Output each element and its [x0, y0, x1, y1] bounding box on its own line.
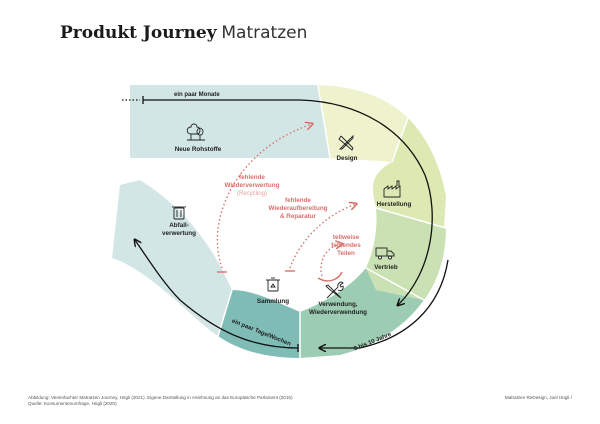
trash-can-icon	[172, 206, 186, 220]
node-vertrieb: Vertrieb	[374, 264, 398, 271]
footer-credit: Matratzen ReDesign, Joel Hügli /	[504, 395, 572, 400]
loss-recycling-sub: (Recycling)	[237, 191, 267, 197]
footer-source: Abbildung: Vereinfachter Matratzen Journ…	[28, 395, 292, 407]
page-title: Produkt Journey Matratzen	[60, 22, 307, 44]
footer-line2: Quelle: Konsumentenumfrage, Hügli (2020)	[28, 401, 117, 406]
design-tools-icon	[338, 134, 354, 151]
node-abfall-line2: verwertung	[162, 230, 196, 237]
loss-arrow-aufbereitung	[289, 204, 356, 269]
loss-aufbereitung-line2: Wiederaufbereitung	[268, 205, 327, 212]
title-light: Matratzen	[221, 23, 308, 43]
node-abfall-line1: Abfall-	[169, 222, 189, 229]
footer-line1: Abbildung: Vereinfachter Matratzen Journ…	[28, 395, 293, 400]
title-bold: Produkt Journey	[60, 23, 217, 43]
loss-teile-line1: teilweise	[333, 234, 360, 241]
time-arrow-jahre	[320, 259, 449, 348]
segment-abfall	[112, 180, 232, 336]
loss-recycling-line2: Wiederverwertung	[225, 182, 280, 189]
loss-aufbereitung-line1: fehlende	[285, 197, 311, 204]
segment-neue-rohstoffe	[130, 85, 330, 158]
wrench-screwdriver-icon	[325, 281, 344, 299]
loss-teile-line3: Teilen	[337, 250, 355, 257]
node-neue-rohstoffe: Neue Rohstoffe	[175, 146, 222, 153]
truck-icon	[375, 247, 395, 260]
node-design: Design	[337, 155, 358, 162]
loss-arrow-teile	[320, 244, 342, 277]
segment-design	[318, 85, 408, 162]
node-sammlung: Sammlung	[257, 298, 289, 305]
node-verwendung-line1: Verwendung,	[318, 301, 357, 308]
time-arrow-monate	[143, 99, 433, 305]
segment-sammlung	[218, 290, 300, 358]
loss-aufbereitung-line3: & Reparatur	[280, 213, 317, 220]
segment-herstellung	[372, 118, 446, 228]
segment-vertrieb	[366, 208, 446, 300]
loss-recycling-line1: fehlende	[239, 174, 265, 181]
tree-icon	[186, 123, 205, 141]
loss-teile-line2: fehlendes	[331, 242, 361, 249]
loss-teile-curl	[317, 271, 343, 282]
recycle-bin-icon	[266, 277, 280, 292]
time-label-monate: ein paar Monate	[174, 92, 220, 98]
factory-icon	[383, 180, 401, 198]
time-arrow-tage	[135, 240, 299, 349]
segment-verwendung	[300, 268, 424, 358]
node-herstellung: Herstellung	[377, 201, 412, 208]
node-verwendung-line2: Wiederverwendung	[309, 309, 367, 316]
